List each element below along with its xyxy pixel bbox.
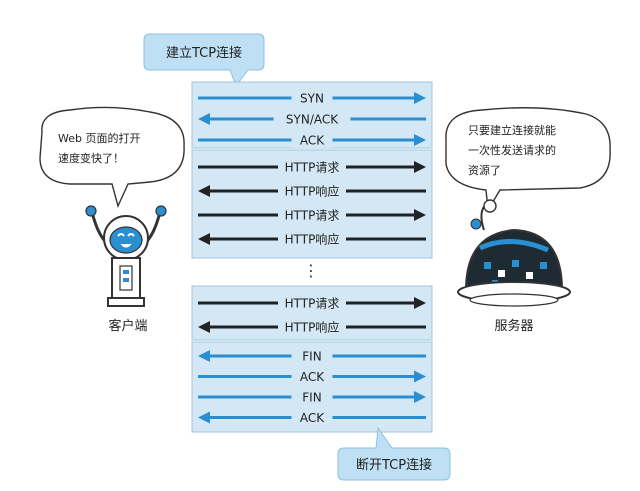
message-label-bg [278,207,346,223]
message-label: HTTP请求 [285,297,340,311]
connect-callout: 建立TCP连接 [143,33,265,88]
message-label: ACK [300,370,325,384]
message-arrow-head [414,134,426,146]
handshake-messages: SYN SYN/ACK ACK [198,90,426,148]
server-speech-line-1: 只要建立连接就能 [468,123,556,137]
server-speech-line-3: 资源了 [468,163,501,177]
client-label: 客户端 [108,318,147,334]
disconnect-callout-text: 断开TCP连接 [356,457,432,473]
message-label: HTTP响应 [285,184,340,199]
server-speech-bubble: 只要建立连接就能 一次性发送请求的 资源了 [445,107,611,213]
http-messages-group-2: HTTP请求 HTTP响应 [198,295,426,335]
message-arrow-head [414,92,426,104]
message-label: HTTP请求 [285,209,340,223]
message-label-bg [291,368,333,385]
message-label: SYN [300,92,324,106]
client-robot-illustration [85,205,167,307]
message-label: HTTP响应 [285,232,340,247]
message-label-bg [278,295,346,311]
message-label-bg [278,183,346,199]
message-arrow-head [198,321,210,333]
message-label: HTTP请求 [285,161,340,175]
message-label-bg [291,90,333,106]
message-label: FIN [302,391,321,405]
connect-callout-text: 建立TCP连接 [166,45,242,61]
message-label-bg [278,159,346,175]
message-label: ACK [300,411,325,425]
message-arrow-head [414,297,426,309]
message-label: FIN [302,350,321,364]
server-speech-line-2: 一次性发送请求的 [468,143,556,157]
message-label-bg [291,132,333,148]
watermark-text: 头条号 / 猪哥亮额 [520,466,624,482]
message-label-bg [278,319,346,335]
message-label-bg [278,231,346,247]
message-label-bg [291,409,333,426]
message-arrow-head [198,113,210,125]
message-label-bg [291,348,333,364]
message-label: ACK [300,134,325,148]
client-speech-line-2: 速度变快了！ [58,151,124,165]
server-robot-illustration [457,199,571,307]
message-label: SYN/ACK [286,113,339,127]
message-arrow-head [198,233,210,245]
message-arrow-head [414,161,426,173]
http-messages-group-1: HTTP请求 HTTP响应 HTTP请求 HTTP响应 [198,159,426,247]
server-label: 服务器 [494,318,533,334]
client-speech-bubble: Web 页面的打开 速度变快了！ [39,106,185,209]
ellipsis: ⋮ [303,261,319,280]
message-arrow-head [414,370,426,383]
message-arrow-head [198,185,210,197]
message-label-bg [291,389,333,405]
message-label-bg [273,111,351,127]
disconnect-callout: 断开TCP连接 [337,426,451,481]
message-arrow-head [414,391,426,403]
teardown-messages: FIN ACK FIN ACK [198,348,426,426]
message-arrow-head [198,350,210,362]
message-arrow-head [198,411,210,424]
message-label: HTTP响应 [285,320,340,335]
client-speech-line-1: Web 页面的打开 [58,131,140,145]
message-arrow-head [414,209,426,221]
